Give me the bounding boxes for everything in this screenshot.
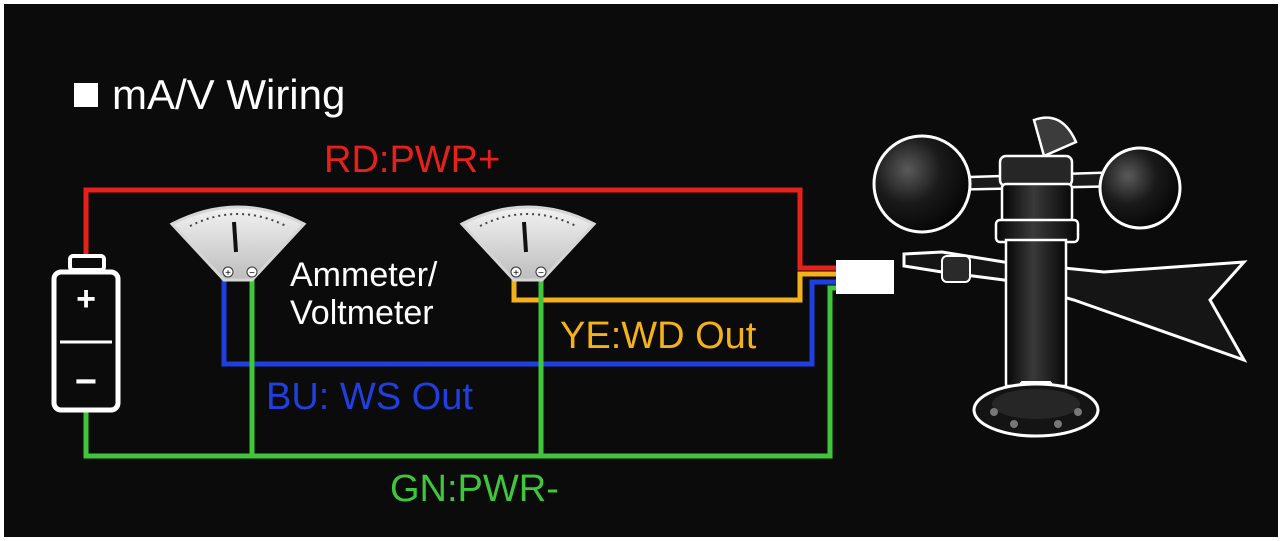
meter-minus-terminal: −	[249, 268, 255, 279]
meter-label-line2: Voltmeter	[290, 294, 434, 333]
green-wire	[83, 285, 838, 459]
diagram-graphics: + − + − + −	[51, 116, 1248, 459]
red-wire	[83, 187, 838, 271]
blue-wire-label: BU: WS Out	[266, 376, 473, 418]
square-bullet-icon	[74, 83, 98, 107]
meter-icon: + −	[459, 205, 597, 282]
battery-negative-symbol: −	[75, 361, 97, 403]
battery-icon: + −	[51, 254, 121, 413]
yellow-wire	[511, 271, 838, 303]
meter-icon: + −	[169, 205, 307, 282]
red-wire-label: RD:PWR+	[324, 139, 501, 181]
meter-minus-terminal: −	[538, 268, 544, 279]
meter-label-line1: Ammeter/	[290, 256, 438, 294]
blue-wire	[221, 272, 838, 367]
battery-positive-symbol: +	[76, 280, 96, 318]
meter-label: Ammeter/ Voltmeter	[290, 256, 490, 332]
sensor-connector	[836, 260, 894, 294]
title-text: mA/V Wiring	[112, 71, 346, 118]
anemometer-icon	[872, 116, 1248, 438]
meter-plus-terminal: +	[225, 268, 231, 279]
meter-plus-terminal: +	[513, 268, 519, 279]
diagram-title: mA/V Wiring	[74, 74, 345, 116]
wiring-diagram: + − + − + −	[4, 4, 1278, 537]
green-wire-label: GN:PWR-	[390, 468, 559, 510]
yellow-wire-label: YE:WD Out	[560, 315, 757, 357]
